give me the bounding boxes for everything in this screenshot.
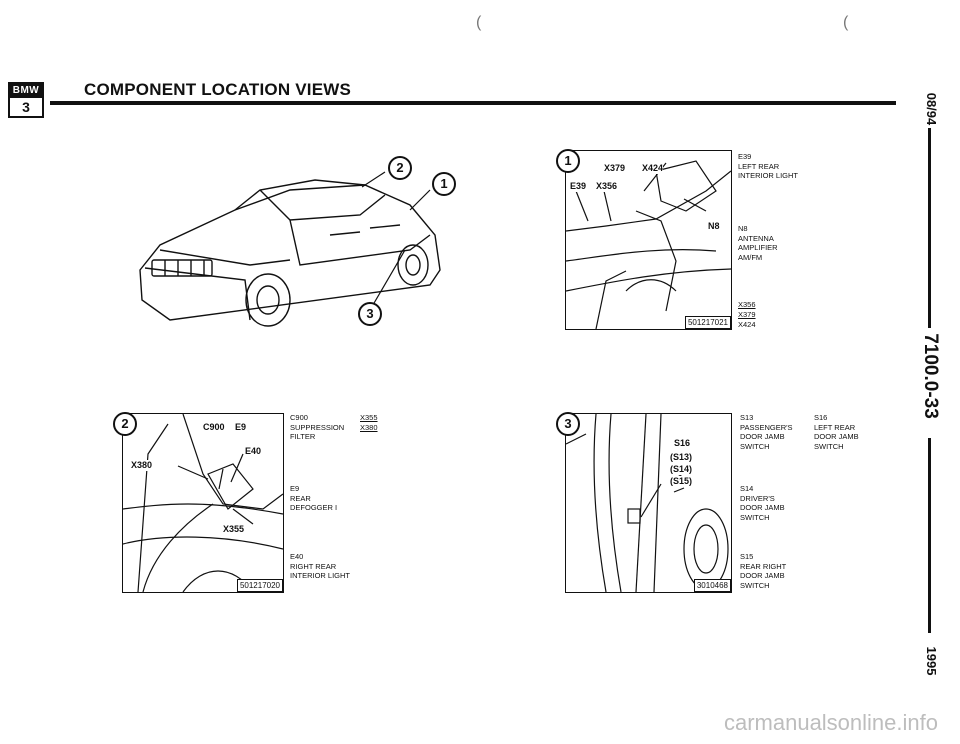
figure-3-frame: 3 S16 (S13) (S14) (S15) 3010468	[556, 412, 732, 593]
figure-1-id: 501217021	[684, 316, 731, 329]
figure-2-id: 501217020	[236, 579, 283, 592]
label-x355: X355	[223, 524, 245, 535]
legend-connector: X380	[360, 423, 378, 432]
legend-connector: X355	[360, 413, 378, 422]
label-x356: X356	[596, 181, 618, 192]
figure-3-id: 3010468	[693, 579, 731, 592]
figure-1-callout: 1	[556, 149, 580, 173]
legend-s15: S15 REAR RIGHT DOOR JAMB SWITCH	[740, 552, 787, 590]
label-s16: S16	[674, 438, 691, 449]
page-title: COMPONENT LOCATION VIEWS	[84, 80, 352, 99]
label-e40: E40	[245, 446, 262, 457]
callout-2: 2	[388, 156, 412, 180]
bmw-3-series-logo: BMW 3	[8, 82, 44, 118]
watermark: carmanualsonline.info	[723, 710, 938, 735]
side-rule-2	[928, 438, 931, 633]
legend-s14: S14 DRIVER'S DOOR JAMB SWITCH	[740, 484, 785, 522]
figure-2-drawing	[122, 413, 284, 593]
side-doc-number: 7100.0-33	[920, 333, 941, 419]
label-s13: (S13)	[670, 452, 693, 463]
legend-e40: E40 RIGHT REAR INTERIOR LIGHT	[290, 552, 351, 580]
figure-3-drawing	[565, 413, 729, 593]
callout-1: 1	[432, 172, 456, 196]
side-year: 1995	[924, 646, 939, 676]
label-c900: C900	[203, 422, 225, 433]
legend-s13: S13 PASSENGER'S DOOR JAMB SWITCH	[740, 413, 793, 451]
label-e9: E9	[235, 422, 247, 433]
header-rule	[50, 101, 896, 105]
label-s15: (S15)	[670, 476, 693, 487]
side-rule-1	[928, 128, 931, 328]
legend-s16: S16 LEFT REAR DOOR JAMB SWITCH	[814, 413, 859, 451]
label-x380: X380	[131, 460, 153, 471]
legend-connector: X379	[738, 310, 756, 319]
top-mark: (	[476, 14, 482, 31]
figure-1-drawing	[565, 160, 732, 330]
car-overview: 2 1 3	[130, 150, 460, 350]
label-x424: X424	[642, 163, 664, 174]
top-mark: (	[843, 14, 849, 31]
figure-2-callout: 2	[113, 412, 137, 436]
figure-3-callout: 3	[556, 412, 580, 436]
label-n8: N8	[708, 221, 720, 232]
side-date: 08/94	[924, 92, 939, 126]
legend-e39: E39 LEFT REAR INTERIOR LIGHT	[738, 152, 799, 180]
label-s14: (S14)	[670, 464, 693, 475]
legend-n8: N8 ANTENNA AMPLIFIER AM/FM	[738, 224, 778, 262]
legend-c900: C900 SUPPRESSION FILTER	[290, 413, 345, 441]
label-e39: E39	[570, 181, 587, 192]
logo-series: 3	[22, 99, 30, 115]
figure-2-frame: 2 C900 E9 E40 X380 X355 501217020	[113, 412, 284, 593]
logo-brand: BMW	[10, 84, 42, 98]
figure-1-frame: 1 X379 X424 E39 X356 N8 501217021	[556, 149, 732, 330]
label-x379: X379	[604, 163, 626, 174]
legend-connector: X424	[738, 320, 756, 329]
legend-connector: X356	[738, 300, 756, 309]
callout-3: 3	[358, 302, 382, 326]
car-illustration	[139, 171, 441, 327]
legend-e9: E9 REAR DEFOGGER I	[290, 484, 338, 512]
